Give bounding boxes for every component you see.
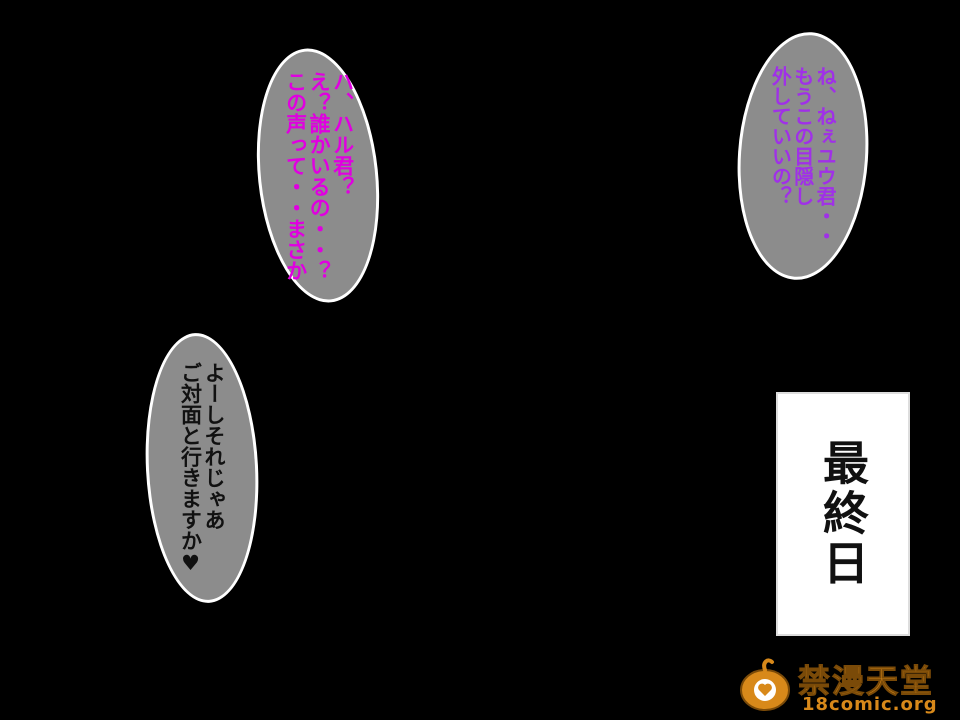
speech-bubble-text: よーしそれじゃあ ご対面と行きますか♥ [179,361,227,575]
speech-bubble-yoshi: よーしそれじゃあ ご対面と行きますか♥ [139,330,265,606]
speech-bubble-haru: ハ、ハル君？ え？誰かいるの・・？ この声って・・まさか [245,42,391,309]
watermark-url: 18comic.org [802,694,938,715]
chapter-title: 最終日 [816,439,870,589]
speech-bubble-text: ハ、ハル君？ え？誰かいるの・・？ この声って・・まさか [283,70,355,281]
speech-bubble-text: ね、ねぇユウ君・・ もうこの目隠し 外していいの？ [768,65,838,246]
watermark-title: 禁漫天堂 [797,662,935,701]
mascot-logo-icon [740,658,790,711]
chapter-title-card: 最終日 [776,392,910,636]
watermark: 禁漫天堂 18comic.org [732,650,952,718]
speech-bubble-yuu: ね、ねぇユウ君・・ もうこの目隠し 外していいの？ [729,27,877,285]
